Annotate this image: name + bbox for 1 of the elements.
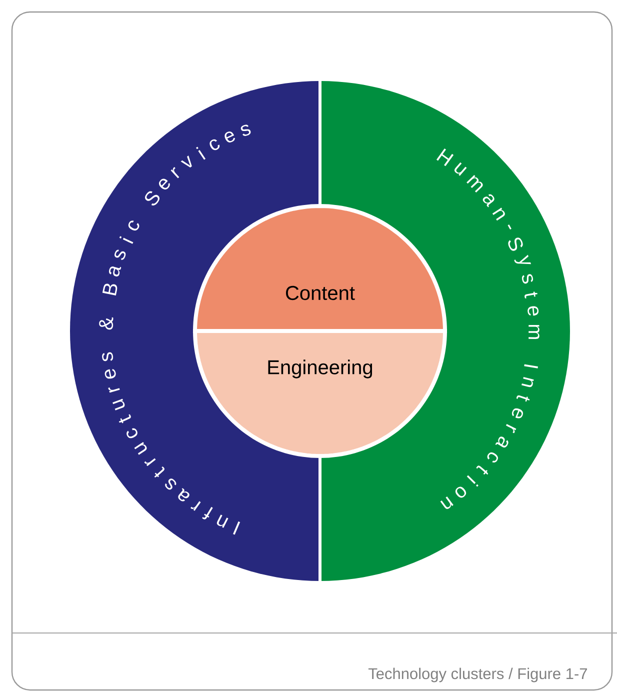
caption: Technology clusters / Figure 1-7 xyxy=(368,668,587,682)
